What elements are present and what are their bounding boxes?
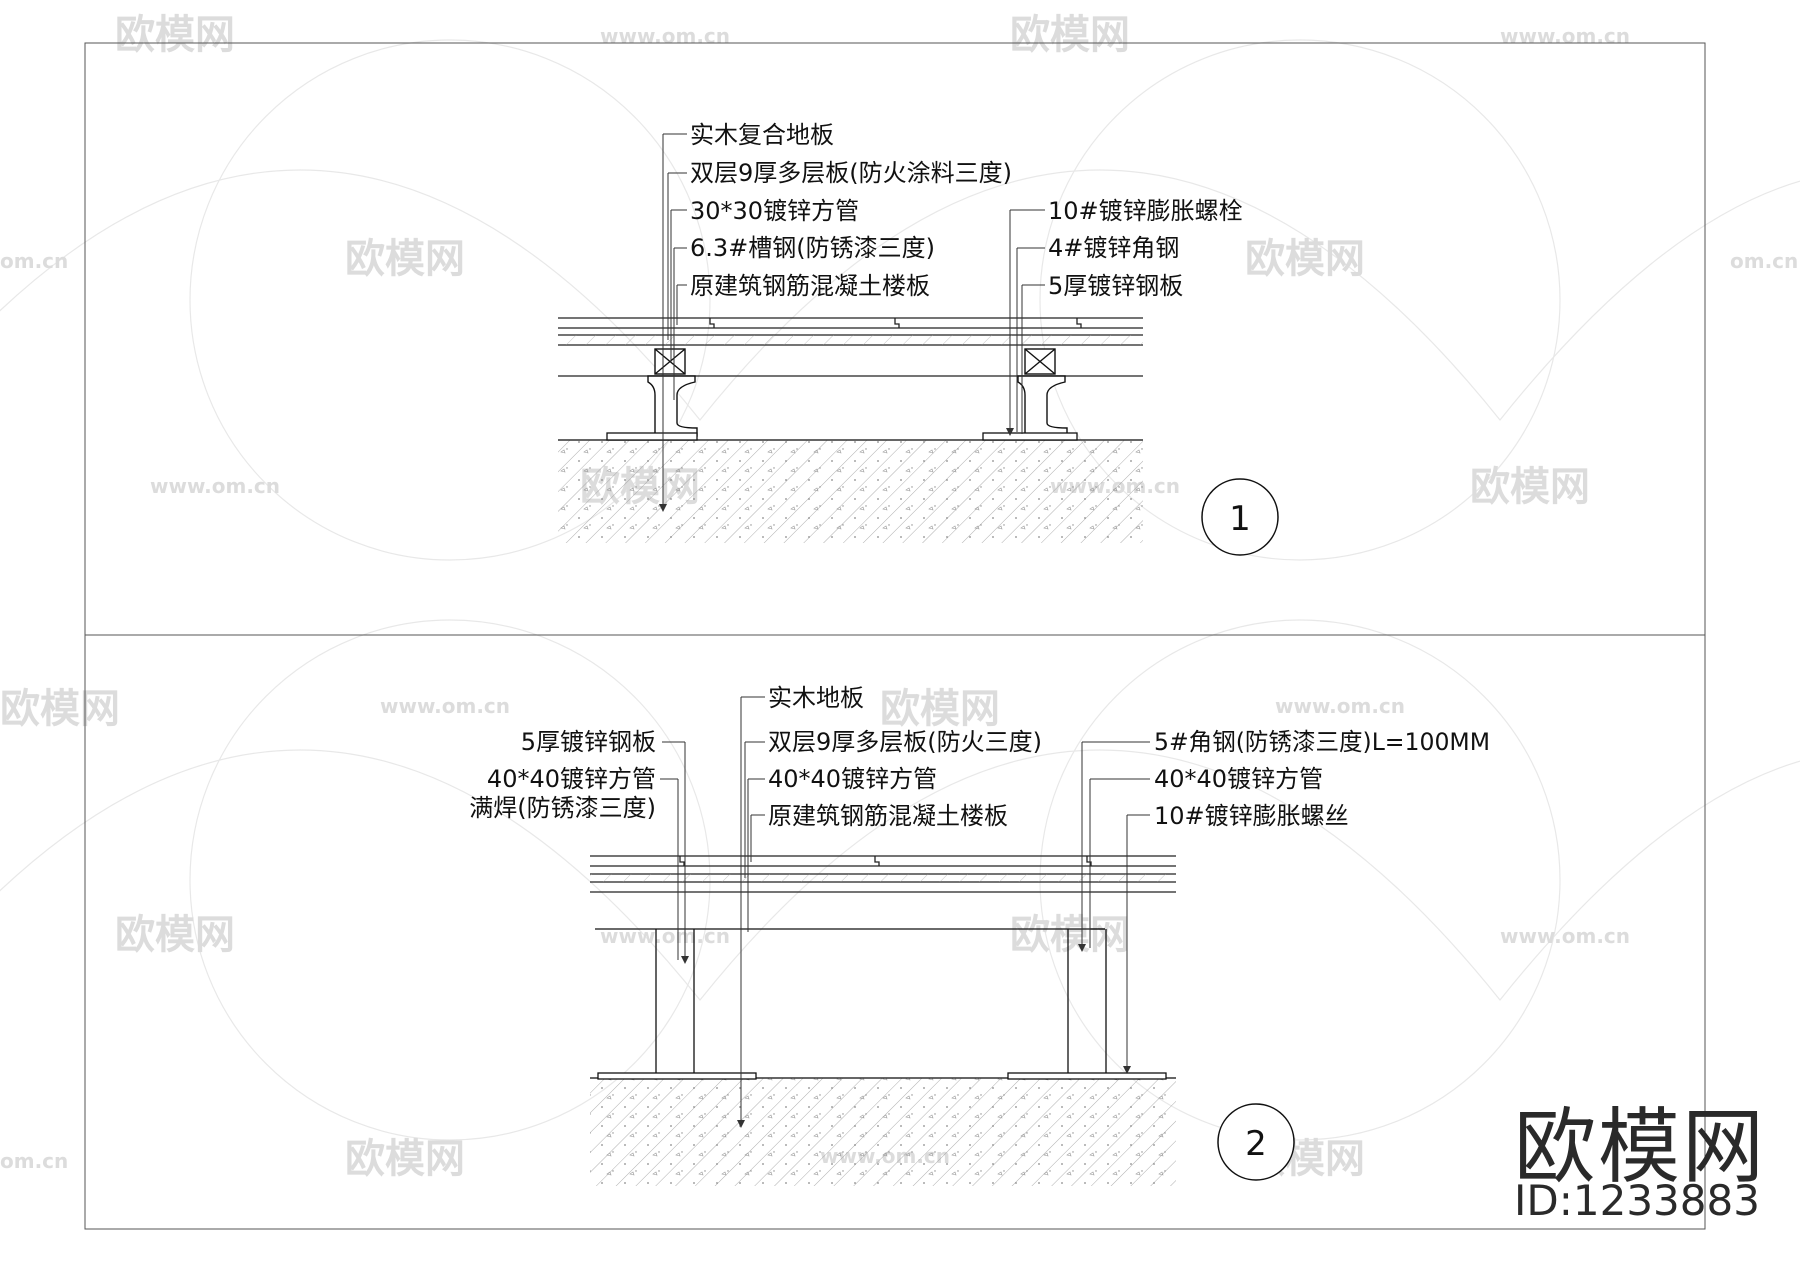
watermark-brand: 欧模网 xyxy=(1010,12,1130,58)
base-plate-2-right xyxy=(1007,1072,1167,1080)
watermark-url: www.om.cn xyxy=(380,694,510,718)
label-2-square-tube-right: 40*40镀锌方管 xyxy=(1154,765,1323,793)
label-2-expansion-screw: 10#镀锌膨胀螺丝 xyxy=(1154,802,1349,830)
base-plate-2-left xyxy=(597,1072,757,1080)
labels-1-left: 实木复合地板 双层9厚多层板(防火涂料三度) 30*30镀锌方管 6.3#槽钢(… xyxy=(690,121,1012,300)
sheet-frame xyxy=(84,42,1706,1230)
leaders-1-right xyxy=(1006,209,1045,436)
label-1-channel-steel: 6.3#槽钢(防锈漆三度) xyxy=(690,234,935,262)
post-2-right xyxy=(1067,929,1107,1074)
concrete-slab-1-aggregate xyxy=(558,440,1143,543)
labels-2-right: 5#角钢(防锈漆三度)L=100MM 40*40镀锌方管 10#镀锌膨胀螺丝 xyxy=(1154,728,1490,830)
plywood-hatch-2 xyxy=(590,874,1176,882)
watermark-brand: 欧模网 xyxy=(0,686,120,732)
label-2-angle-steel: 5#角钢(防锈漆三度)L=100MM xyxy=(1154,728,1490,756)
label-1-solid-wood-floor: 实木复合地板 xyxy=(690,121,834,149)
watermark-url: www.om.cn xyxy=(600,24,730,48)
detail-number-2-text: 2 xyxy=(1245,1124,1267,1164)
detail-number-1: 1 xyxy=(1201,478,1279,556)
detail-number-2: 2 xyxy=(1217,1103,1295,1181)
watermark-brand: 欧模网 xyxy=(345,1136,465,1182)
label-2-solid-wood-floor: 实木地板 xyxy=(768,684,864,712)
watermark-url-short: om.cn xyxy=(1730,249,1798,273)
watermark-brand: 欧模网 xyxy=(345,236,465,282)
label-2-plywood: 双层9厚多层板(防火三度) xyxy=(768,728,1042,756)
watermark-brand: 欧模网 xyxy=(1010,912,1130,958)
detail-1: 实木复合地板 双层9厚多层板(防火涂料三度) 30*30镀锌方管 6.3#槽钢(… xyxy=(558,121,1279,556)
watermark-url: www.om.cn xyxy=(1500,24,1630,48)
watermark-url: www.om.cn xyxy=(150,474,280,498)
watermark-brand: 欧模网 xyxy=(1245,236,1365,282)
base-plate-1-left xyxy=(606,432,698,441)
label-1-concrete-slab: 原建筑钢筋混凝土楼板 xyxy=(690,272,930,300)
stamp-brand: 欧模网 xyxy=(1514,1100,1767,1195)
watermark-brand: 欧模网 xyxy=(880,686,1000,732)
leaders-1-left xyxy=(659,133,687,512)
label-1-expansion-bolt: 10#镀锌膨胀螺栓 xyxy=(1048,197,1243,225)
label-1-plywood: 双层9厚多层板(防火涂料三度) xyxy=(690,159,1012,187)
labels-1-right: 10#镀锌膨胀螺栓 4#镀锌角钢 5厚镀锌钢板 xyxy=(1048,197,1243,300)
square-tube-1-right xyxy=(1024,348,1056,375)
label-1-square-tube: 30*30镀锌方管 xyxy=(690,197,859,225)
channel-steel-1-left xyxy=(647,375,698,437)
detail-2: 5厚镀锌钢板 40*40镀锌方管 满焊(防锈漆三度) 实木地板 双层9厚多层板(… xyxy=(469,684,1490,1186)
label-2-square-tube-center: 40*40镀锌方管 xyxy=(768,765,937,793)
watermark-brand: 欧模网 xyxy=(1470,464,1590,510)
plywood-hatch-1 xyxy=(558,335,1143,345)
watermark-url: www.om.cn xyxy=(600,924,730,948)
watermark-url-short: om.cn xyxy=(0,249,68,273)
label-2-square-tube: 40*40镀锌方管 xyxy=(487,765,656,793)
leaders-2-right xyxy=(1078,741,1150,1074)
detail-number-1-text: 1 xyxy=(1229,499,1251,539)
post-2-left xyxy=(655,929,695,1074)
labels-2-center: 实木地板 双层9厚多层板(防火三度) 40*40镀锌方管 原建筑钢筋混凝土楼板 xyxy=(768,684,1042,830)
labels-2-left: 5厚镀锌钢板 40*40镀锌方管 满焊(防锈漆三度) xyxy=(469,728,656,822)
stamp-id: ID:1233883 xyxy=(1514,1176,1760,1225)
watermark-brand: 欧模网 xyxy=(115,12,235,58)
label-2-full-weld: 满焊(防锈漆三度) xyxy=(469,794,656,822)
base-plate-1-right xyxy=(982,432,1078,441)
label-2-concrete-slab: 原建筑钢筋混凝土楼板 xyxy=(768,802,1008,830)
label-2-steel-plate: 5厚镀锌钢板 xyxy=(521,728,656,756)
label-1-angle-steel: 4#镀锌角钢 xyxy=(1048,234,1179,262)
label-1-steel-plate: 5厚镀锌钢板 xyxy=(1048,272,1183,300)
leaders-2-left xyxy=(660,741,689,964)
leaders-2-center xyxy=(737,696,765,1128)
square-tube-1-left xyxy=(654,348,686,375)
channel-steel-1-right xyxy=(1017,375,1068,437)
watermark-url: www.om.cn xyxy=(1500,924,1630,948)
watermark-url-short: om.cn xyxy=(0,1149,68,1173)
watermark-url: www.om.cn xyxy=(1275,694,1405,718)
concrete-slab-2-aggregate xyxy=(590,1078,1176,1186)
watermark-layer: 欧模网欧模网欧模网欧模网欧模网欧模网欧模网欧模网欧模网欧模网欧模网欧模网www.… xyxy=(0,12,1800,1182)
watermark-brand: 欧模网 xyxy=(115,912,235,958)
